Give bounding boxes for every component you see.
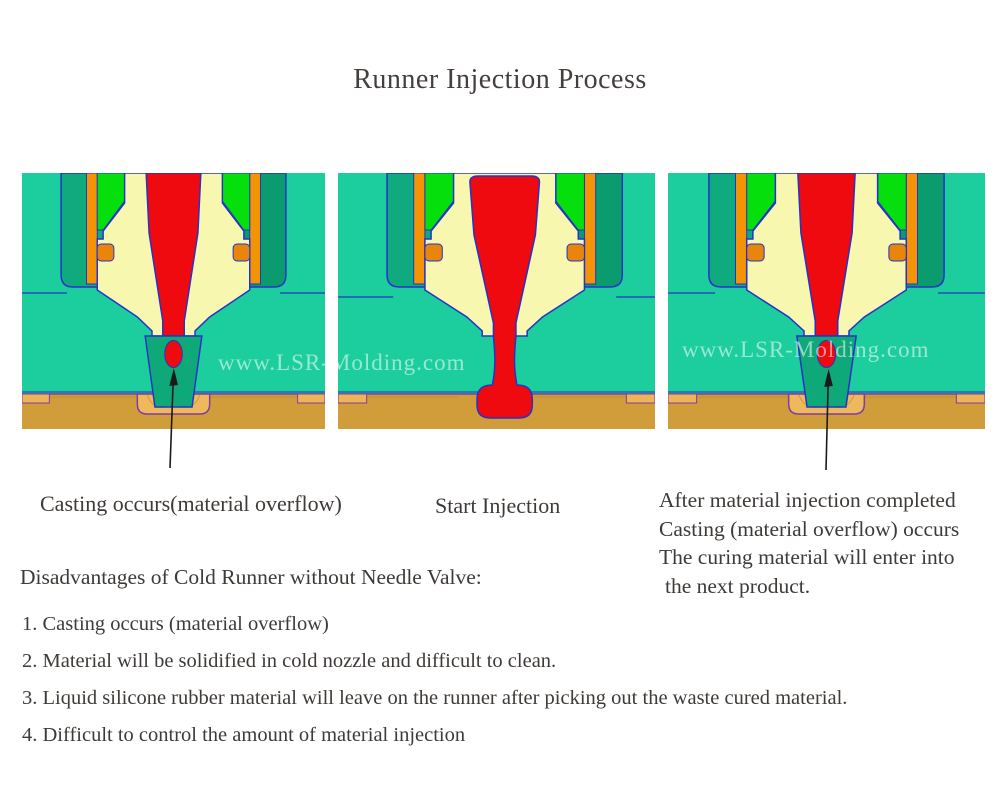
disadvantage-item-1: 1. Casting occurs (material overflow) [22, 613, 329, 635]
diagram-panel-casting-before: www.LSR-Molding.com [22, 173, 325, 429]
caption-after-injection: After material injection completed Casti… [659, 486, 959, 600]
disadvantage-item-3: 3. Liquid silicone rubber material will … [22, 687, 848, 709]
caption-line: Casting (material overflow) occurs [659, 516, 960, 541]
injection-mold-cross-section [668, 173, 985, 429]
caption-start-injection: Start Injection [435, 493, 561, 518]
disadvantages-heading: Disadvantages of Cold Runner without Nee… [20, 565, 482, 589]
caption-line: After material injection completed [659, 488, 956, 512]
injection-mold-cross-section [338, 173, 655, 429]
diagram-panel-start-injection: www.LSR-Molding.com [338, 173, 655, 429]
disadvantages-list: 1. Casting occurs (material overflow) 2.… [22, 606, 847, 754]
caption-line: the next product. [665, 573, 811, 598]
disadvantage-item-2: 2. Material will be solidified in cold n… [22, 650, 557, 672]
disadvantage-item-4: 4. Difficult to control the amount of ma… [22, 724, 466, 746]
diagram-panel-casting-after: www.LSR-Molding.com [668, 173, 985, 429]
caption-line: The curing material will enter into [659, 545, 955, 569]
injection-mold-cross-section [22, 173, 325, 429]
caption-casting-occurs: Casting occurs(material overflow) [40, 491, 342, 516]
page-title: Runner Injection Process [353, 64, 647, 95]
